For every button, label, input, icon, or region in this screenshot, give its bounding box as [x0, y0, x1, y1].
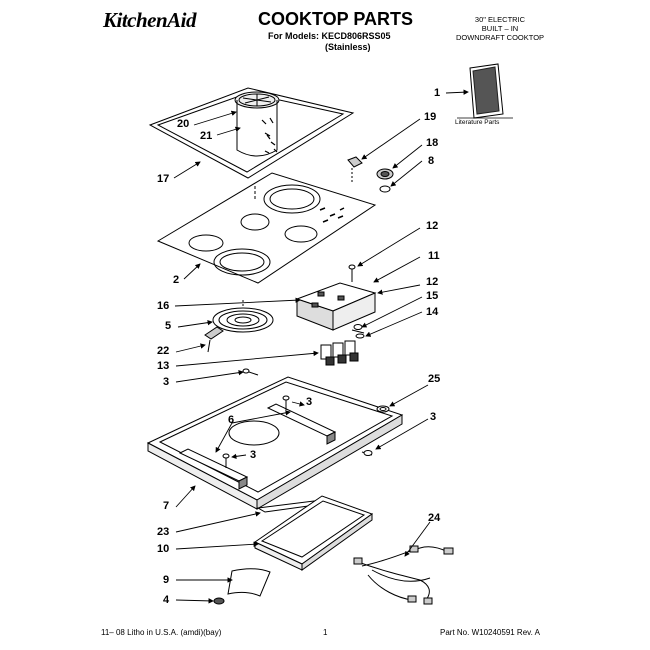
callout-3: 3	[250, 449, 257, 461]
clip-part	[355, 333, 365, 339]
switch-part	[376, 168, 394, 180]
callout-20: 20	[177, 118, 190, 130]
callout-22: 22	[157, 345, 170, 357]
models-variant: (Stainless)	[325, 42, 371, 52]
downdraft-filter	[234, 91, 280, 157]
models-line: For Models: KECD806RSS05	[268, 31, 391, 41]
spec-line-3: DOWNDRAFT COOKTOP	[455, 33, 545, 42]
page-number: 1	[323, 628, 328, 637]
screw	[242, 368, 259, 376]
callout-21: 21	[200, 130, 213, 142]
product-spec: 30" ELECTRIC BUILT – IN DOWNDRAFT COOKTO…	[430, 15, 570, 42]
glass-top-frame	[148, 87, 355, 179]
control-knob	[347, 156, 363, 182]
callout-14: 14	[426, 306, 439, 318]
callout-18: 18	[426, 137, 439, 149]
callout-3: 3	[430, 411, 437, 423]
callout-13: 13	[157, 360, 170, 372]
infinite-switches	[320, 340, 359, 366]
spec-line-1: 30" ELECTRIC	[474, 15, 526, 24]
washer-part	[379, 185, 391, 193]
footer-litho: 11– 08 Litho in U.S.A. (amdi)(bay)	[101, 628, 222, 637]
surface-element	[212, 300, 274, 333]
burner-box	[146, 376, 404, 510]
mounting-bracket	[266, 403, 337, 445]
brand-logo: KitchenAid	[103, 8, 197, 32]
spec-line-2: BUILT – IN	[481, 24, 519, 33]
callout-25: 25	[428, 373, 441, 385]
model-numbers: For Models: KECD806RSS05 (Stainless)	[268, 31, 391, 53]
hole-plug	[376, 405, 390, 413]
switch-housing	[295, 282, 377, 331]
heat-shield	[227, 568, 271, 597]
callout-24: 24	[428, 512, 441, 524]
callout-5: 5	[165, 320, 172, 332]
callout-7: 7	[163, 500, 170, 512]
callout-12: 12	[426, 220, 439, 232]
callout-8: 8	[428, 155, 435, 167]
screw	[282, 395, 290, 410]
callout-6: 6	[228, 414, 235, 426]
callout-2: 2	[173, 274, 180, 286]
bottom-tray	[253, 495, 374, 571]
cooktop-glass	[156, 172, 377, 284]
nut	[213, 597, 225, 605]
callout-12: 12	[426, 276, 439, 288]
callout-10: 10	[157, 543, 170, 555]
wire-harness	[353, 545, 454, 605]
callout-19: 19	[424, 111, 437, 123]
literature-parts-label: Literature Parts	[455, 119, 500, 126]
callout-1: 1	[434, 87, 441, 99]
callout-15: 15	[426, 290, 439, 302]
terminal-block	[204, 326, 224, 353]
callout-3: 3	[306, 396, 313, 408]
callout-16: 16	[157, 300, 170, 312]
callout-11: 11	[428, 250, 440, 262]
callout-3: 3	[163, 376, 170, 388]
callout-17: 17	[157, 173, 170, 185]
callout-23: 23	[157, 526, 170, 538]
literature-booklet	[469, 63, 504, 119]
mounting-bracket	[178, 448, 249, 490]
screw	[361, 450, 373, 456]
callout-9: 9	[163, 574, 170, 586]
screw	[222, 453, 230, 468]
part-number: Part No. W10240591 Rev. A	[440, 628, 540, 637]
screw	[348, 264, 356, 282]
page-title: COOKTOP PARTS	[258, 9, 414, 29]
screw	[351, 324, 365, 334]
callout-4: 4	[163, 594, 170, 606]
